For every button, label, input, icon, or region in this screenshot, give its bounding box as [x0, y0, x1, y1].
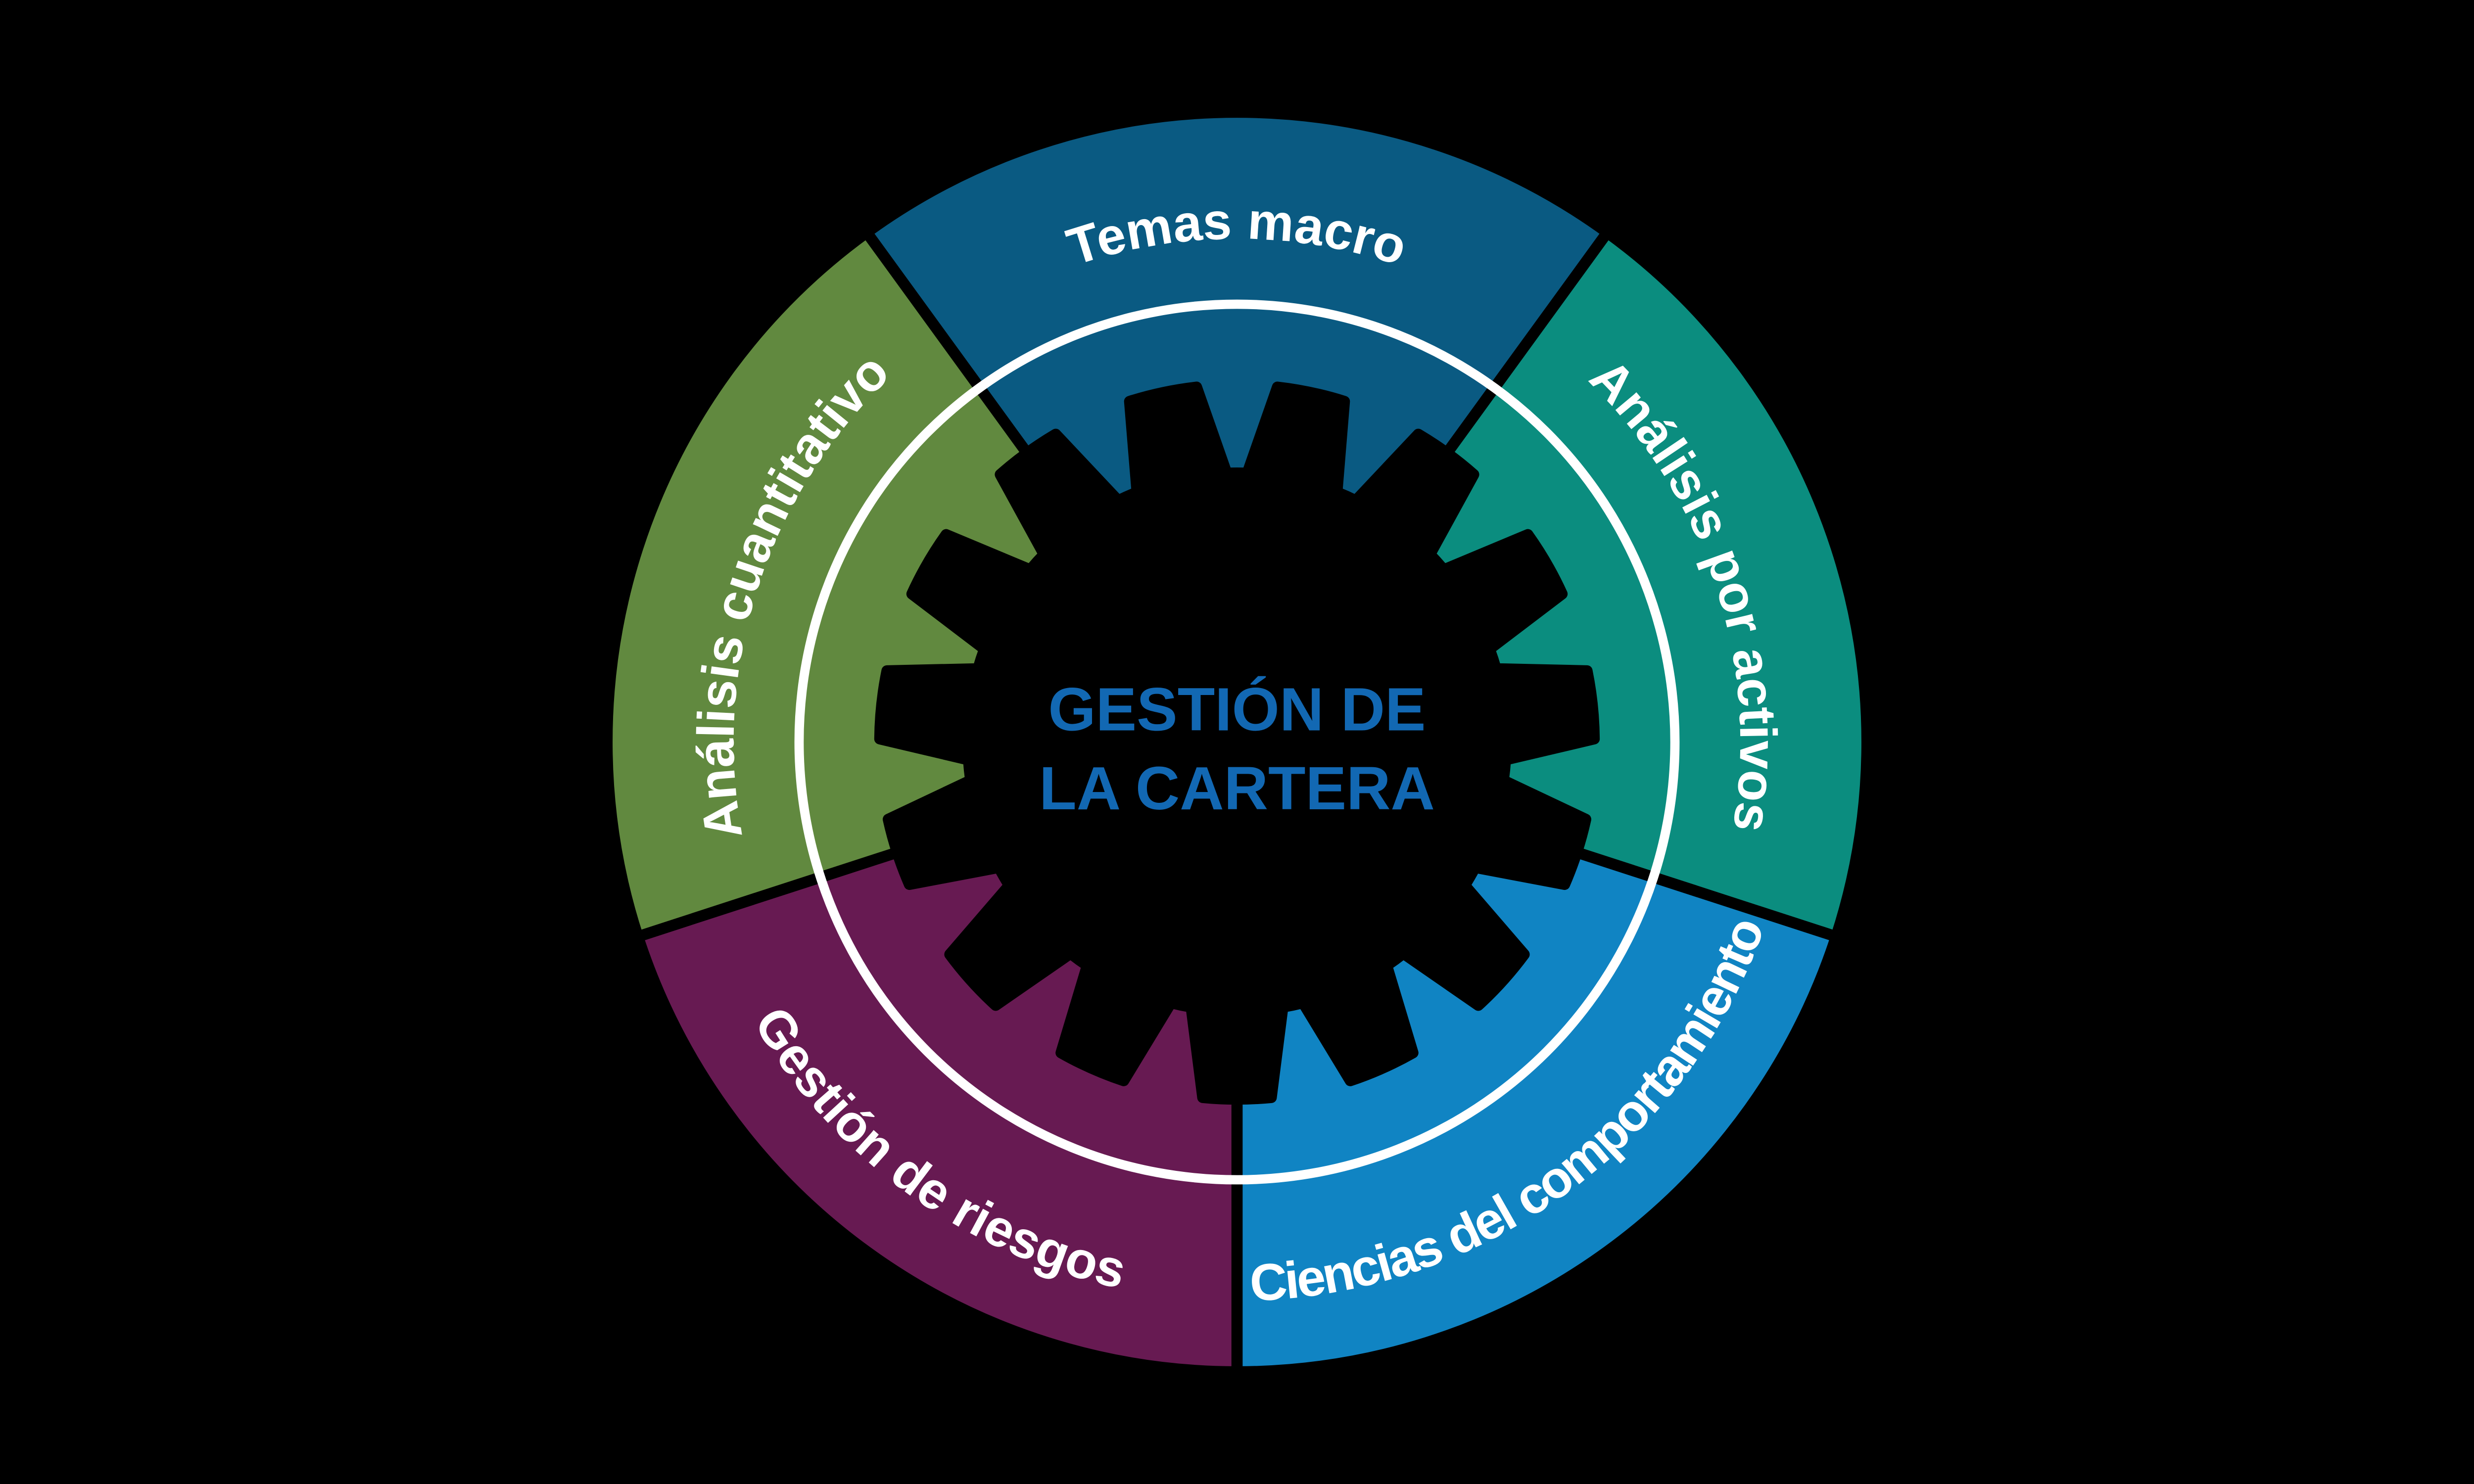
segment-gestion-de-riesgos	[632, 846, 1243, 1378]
wheel-center-title-line2: LA CARTERA	[1039, 754, 1435, 823]
wheel-segments	[601, 106, 1873, 1378]
wheel-center-title-line1: GESTIÓN DE	[1048, 676, 1426, 744]
inner-ring-circle	[794, 299, 1680, 1185]
